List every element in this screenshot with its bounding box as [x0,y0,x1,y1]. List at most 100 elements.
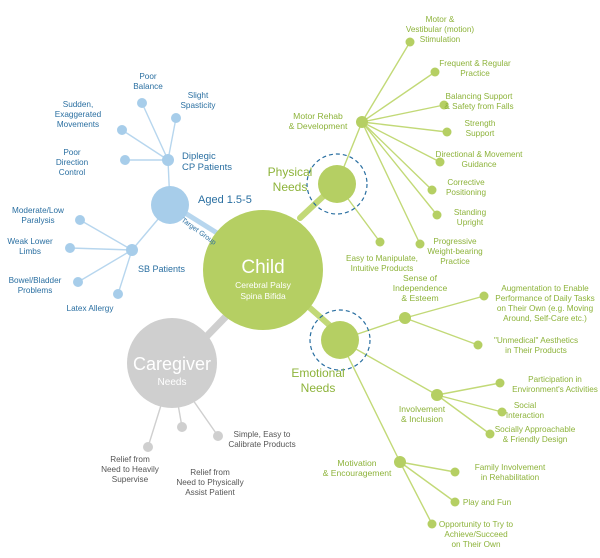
dot-motor-rehab [356,116,368,128]
label-poor-direction-line: Control [59,168,86,177]
aged-label: Aged 1.5-5 [198,194,252,206]
label-motor-item-3-line: Balancing Support [446,92,514,101]
dot-involvement [431,389,443,401]
label-motor-rehab: Motor Rehab& Development [289,111,348,131]
label-sudden-movements-line: Movements [57,120,99,129]
label-motor-item-3-line: & Safety from Falls [444,102,513,111]
label-motor-rehab-line: Motor Rehab [293,111,343,121]
label-motor-item-8-line: Progressive [433,237,477,246]
label-bowel-line: Bowel/Bladder [9,276,62,285]
link-motor-2 [361,71,436,123]
aged-node [151,186,189,224]
dot-independence-2 [473,340,483,350]
child-line2: Spina Bifida [240,291,286,301]
label-paralysis-line: Moderate/Low [12,206,64,215]
label-motivation-line: Motivation [337,458,376,468]
label-independence-2-line: "Unmedical" Aesthetics [494,336,578,345]
label-independence-2-line: in Their Products [505,346,567,355]
label-caregiver-2-line: Relief from [190,468,230,477]
label-paralysis-line: Paralysis [21,216,54,225]
link-independence-2 [404,317,479,346]
child-line1: Cerebral Palsy [235,280,291,290]
label-motor-item-8-line: Practice [440,257,470,266]
dot-motor-2 [430,67,440,77]
label-caregiver-3-line: Simple, Easy to [234,430,291,439]
dot-caregiver-2 [177,422,187,432]
label-involvement-item-3-line: & Friendly Design [503,435,568,444]
link-motivation-3 [399,461,433,525]
label-motor-item-8-line: Weight-bearing [427,247,483,256]
physical-node [318,165,356,203]
label-latex-line: Latex Allergy [67,304,115,313]
emotional-dashed-ring [309,309,371,371]
dot-motor-4 [442,127,452,137]
label-independence-1-line: Around, Self-Care etc.) [503,314,587,323]
dot-motor-6 [427,185,437,195]
dot-weak-limbs [65,243,75,253]
link-motor-4 [361,121,448,133]
dot-motivation-1 [450,467,460,477]
label-slight-spasticity-line: Slight [188,91,209,100]
link-sb-latex [117,249,133,295]
label-motor-item-1-line: Stimulation [420,35,461,44]
label-independence-line: & Esteem [401,293,438,303]
label-sudden-movements-line: Exaggerated [55,110,102,119]
label-sudden-movements-line: Sudden, [63,100,94,109]
label-motivation-item-2-line: Play and Fun [463,498,512,507]
link-independence-1 [404,295,485,319]
label-caregiver-1-line: Relief from [110,455,150,464]
label-motor-item-5-line: Directional & Movement [436,150,524,159]
link-motor-8 [361,121,421,245]
label-caregiver-2-line: Need to Physically [176,478,244,487]
label-caregiver-1-line: Need to Heavily [101,465,160,474]
label-involvement-item-2-line: Interaction [506,411,545,420]
dot-motor-1 [405,37,415,47]
physical-dashed-ring [306,153,368,215]
link-sb-limbs [69,247,133,251]
link-diplegic-balance [141,102,169,161]
dot-motor-5 [435,157,445,167]
dot-bowel [73,277,83,287]
caregiver-subtitle: Needs [158,377,187,388]
label-caregiver-2-line: Assist Patient [185,488,235,497]
dot-slight-spasticity [171,113,181,123]
dot-caregiver-1 [143,442,153,452]
label-motivation-item-3-line: Opportunity to Try to [439,520,514,529]
label-motor-item-4-line: Support [466,129,495,138]
link-involvement-2 [436,394,503,413]
label-motor-item-3: Balancing Support& Safety from Falls [444,92,513,111]
dot-involvement-3 [485,429,495,439]
label-weak-limbs-line: Limbs [19,247,41,256]
sb-label: SB Patients [138,264,186,274]
dot-latex [113,289,123,299]
dot-involvement-1 [495,378,505,388]
dot-poor-balance [137,98,147,108]
label-involvement-item-1-line: Participation in [528,375,582,384]
link-motor-1 [361,41,411,123]
child-title: Child [241,257,284,278]
link-motor-7 [361,121,438,216]
link-involvement-1 [436,382,501,396]
label-involvement: Involvement& Inclusion [399,404,446,424]
label-poor-direction-line: Direction [56,158,89,167]
physical-title-1: Physical [268,165,313,179]
label-involvement-item-3: Socially Approachable& Friendly Design [495,425,576,444]
dot-independence-1 [479,291,489,301]
child-node [203,210,323,330]
dot-easy [375,237,385,247]
